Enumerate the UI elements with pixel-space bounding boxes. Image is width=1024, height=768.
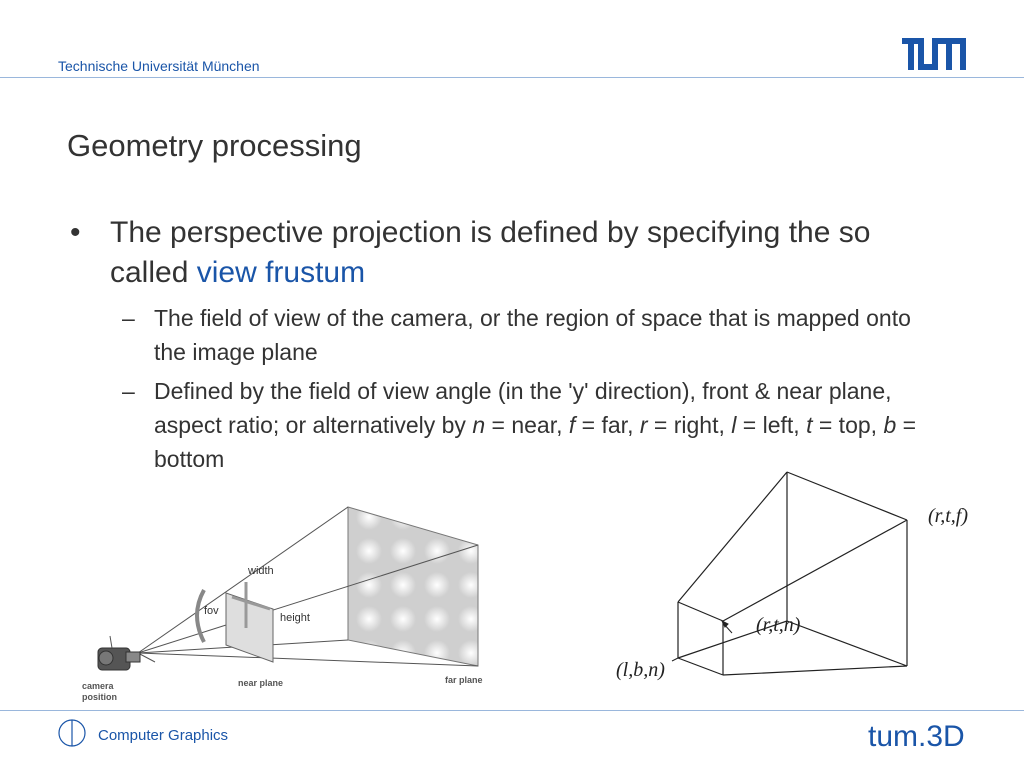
sub-bullet-text-segment: = bottom xyxy=(154,412,917,472)
variable-symbol: b xyxy=(883,412,897,438)
far-plane xyxy=(347,506,479,667)
variable-symbol: l xyxy=(731,412,737,438)
footer-divider xyxy=(0,710,1024,711)
height-label: height xyxy=(280,612,310,624)
variable-symbol: f xyxy=(568,412,576,438)
tum-logo xyxy=(902,38,966,70)
sub-bullet-text-segment: = left, xyxy=(736,412,807,438)
sub-bullet-text-segment: Defined by the field of view angle (in t… xyxy=(154,378,892,438)
near-plane-label: near plane xyxy=(238,678,283,688)
fov-arc xyxy=(195,589,206,643)
near-top-right-label: (r,t,n) xyxy=(756,614,801,636)
variable-symbol: r xyxy=(639,412,648,438)
sub-bullet-text-segment: = top, xyxy=(812,412,884,438)
course-name: Computer Graphics xyxy=(98,727,229,744)
dash-marker: – xyxy=(122,378,135,404)
globe-icon xyxy=(58,719,86,747)
frustum-perspective-figure: width height fov camera position near pl… xyxy=(82,506,483,702)
camera-position-label-line1: camera xyxy=(82,681,115,691)
width-label: width xyxy=(247,565,274,577)
header-divider xyxy=(0,77,1024,78)
far-corner-label: (r,t,f) xyxy=(928,505,968,527)
dash-marker: – xyxy=(122,305,135,331)
variable-symbol: t xyxy=(806,412,813,438)
university-name: Technische Universität München xyxy=(58,58,260,74)
tum3d-logo-text: tum.3D xyxy=(868,720,965,752)
sub-bullet-text-segment: = far, xyxy=(575,412,640,438)
sub-bullet-text: Defined by the field of view angle (in t… xyxy=(154,374,944,476)
sub-bullet-text-segment: = near, xyxy=(485,412,569,438)
frustum-wireframe-figure: (r,t,f) (r,t,n) (l,b,n) xyxy=(616,471,968,681)
slide-title: Geometry processing xyxy=(67,128,362,163)
near-bottom-left-label: (l,b,n) xyxy=(616,659,665,681)
variable-symbol: n xyxy=(472,412,486,438)
camera-position-label-line2: position xyxy=(82,692,117,702)
fov-label: fov xyxy=(204,605,219,617)
far-plane-label: far plane xyxy=(445,675,483,685)
sub-bullet-text: The field of view of the camera, or the … xyxy=(154,305,911,365)
view-frustum-term: view frustum xyxy=(196,256,366,289)
camera-icon xyxy=(97,635,141,671)
sub-bullet-text-segment: = right, xyxy=(647,412,732,438)
main-bullet-text: The perspective projection is defined by… xyxy=(110,216,871,289)
bullet-marker: • xyxy=(70,216,81,249)
tum3d-logo: tum.3D xyxy=(868,720,965,752)
